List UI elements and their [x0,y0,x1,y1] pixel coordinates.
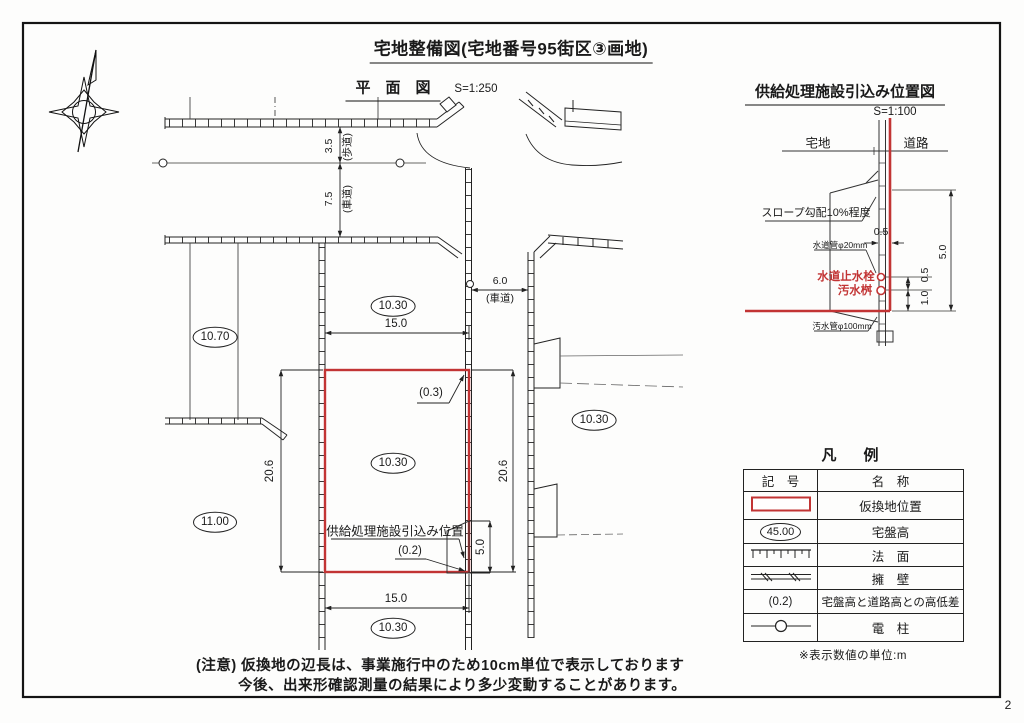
level-difference-symbol: (0.2) [743,589,818,614]
legend-col-name: 名 称 [817,469,964,492]
legend-row-temporary-lot: 仮換地位置 [743,491,964,520]
temporary-lot-boundary [323,368,471,574]
plan-dimensions [278,127,528,613]
legend-row-retaining-wall: 擁 壁 [743,566,964,590]
legend-unit-note: ※表示数値の単位:m [799,650,907,662]
ground-level-symbol: 45.00 [759,522,802,541]
left-lots [165,243,288,441]
cross-road [465,168,684,650]
top-right-junction [416,91,624,259]
page-border [21,21,1002,699]
legend-heading: 凡 例 [821,447,885,464]
legend-row-utility-pole: 電 柱 [743,613,964,642]
legend-row-slope-face: 法 面 [743,543,964,567]
temporary-lot-symbol [750,496,811,512]
detail-supply-lines [745,118,892,313]
legend-col-symbol: 記 号 [743,469,818,492]
legend-row-level-difference: (0.2) 宅盤高と道路高との高低差 [743,589,964,614]
legend-table: 記 号 名 称 仮換地位置 45.00 宅盤高 [743,469,964,642]
detail-linework [765,120,956,346]
water-valve-symbol [876,272,886,282]
compass-rose-icon [48,49,120,153]
retaining-wall-symbol [750,572,811,581]
top-road [152,96,465,259]
sewage-basin-symbol [876,285,886,296]
utility-pole-symbol [750,619,811,633]
legend: 凡 例 記 号 名 称 仮換地位置 45.00 宅盤高 [743,444,964,663]
slope-face-symbol [750,548,811,558]
legend-row-ground-level: 45.00 宅盤高 [743,519,964,544]
